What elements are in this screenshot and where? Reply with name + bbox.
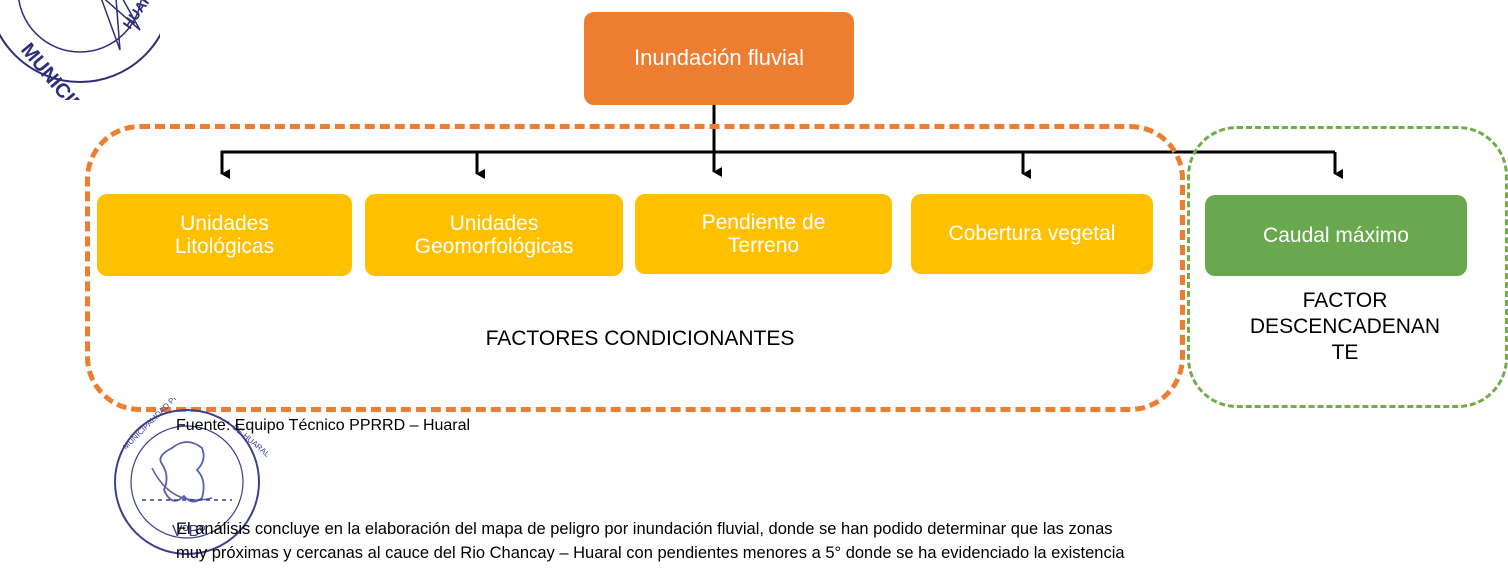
trigger-group-label: FACTOR DESCENCADENAN TE xyxy=(1205,288,1485,366)
factor-label-line2: Geomorfológicas xyxy=(414,235,574,258)
trigger-group-label-line1: FACTOR xyxy=(1302,289,1388,312)
factor-label-line2: Terreno xyxy=(727,234,800,257)
body-paragraph-line1: El análisis concluye en la elaboración d… xyxy=(176,520,1113,538)
conditioning-factors-group xyxy=(85,124,1185,412)
factor-label-line1: Unidades xyxy=(180,211,269,235)
body-paragraph: El análisis concluye en la elaboración d… xyxy=(176,517,1466,565)
factor-label-line2: Litológicas xyxy=(174,235,275,258)
factor-label-line1: Pendiente de xyxy=(701,210,826,234)
source-caption: Fuente: Equipo Técnico PPRRD – Huaral xyxy=(176,417,471,434)
factor-pendiente-terreno: Pendiente de Terreno xyxy=(635,194,892,274)
factor-label-line1: Cobertura vegetal xyxy=(948,222,1116,246)
conditioning-group-label: FACTORES CONDICIONANTES xyxy=(485,327,795,350)
vobo-stamp: VºBº MUNICIPALIDAD PROVINCIAL DE HUARAL xyxy=(114,398,272,555)
factor-label-line1: Unidades xyxy=(449,211,539,235)
trigger-group-label-line3: TE xyxy=(1331,341,1359,364)
factor-cobertura-vegetal: Cobertura vegetal xyxy=(911,194,1153,274)
trigger-factor-label: Caudal máximo xyxy=(1263,223,1409,247)
municipal-seal-top: MUNICIP HUARAL xyxy=(0,0,160,100)
trigger-factor-group xyxy=(1187,126,1508,408)
factor-unidades-geomorfologicas: Unidades Geomorfológicas xyxy=(365,194,623,276)
factor-caudal-maximo: Caudal máximo xyxy=(1205,195,1467,276)
root-node-label: Inundación fluvial xyxy=(633,45,804,71)
stamp-vobo-text: VºBº xyxy=(172,523,205,540)
root-node-inundacion: Inundación fluvial xyxy=(584,12,854,105)
trigger-group-label-line2: DESCENCADENAN xyxy=(1249,315,1441,338)
body-paragraph-line2: muy próximas y cercanas al cauce del Rio… xyxy=(176,544,1125,562)
factor-unidades-litologicas: Unidades Litológicas xyxy=(97,194,352,276)
